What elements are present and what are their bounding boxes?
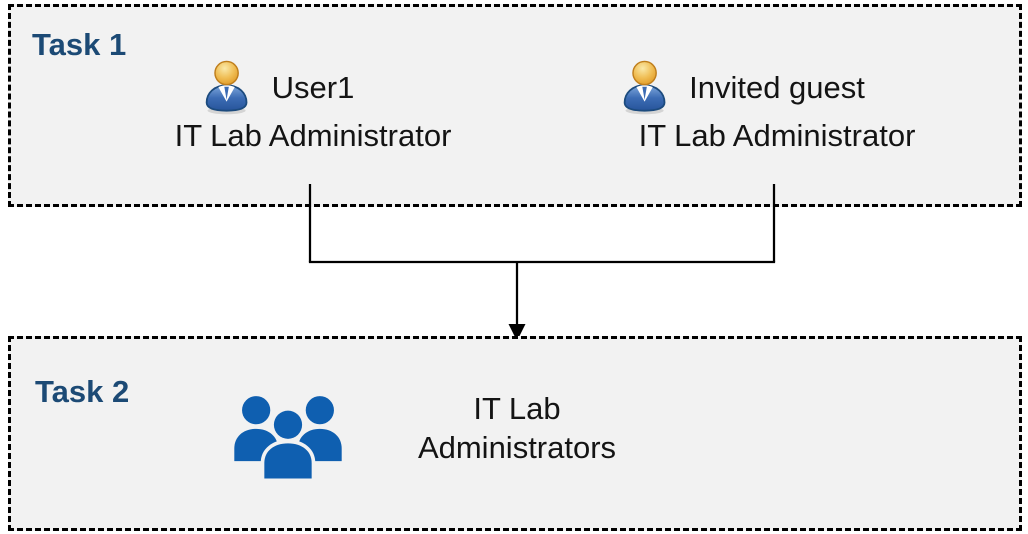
actor-invited-guest: Invited guest IT Lab Administrator [623,60,916,155]
actor-invited-guest-name-wrap: Invited guest [623,60,865,115]
task1-label: Task 1 [32,27,127,62]
actor-user1: User1 IT Lab Administrator [174,60,452,155]
single-user-icon [198,59,256,117]
single-user-icon [615,59,673,117]
actor-invited-guest-name-row: Invited guest [623,60,916,115]
actor-invited-guest-role: IT Lab Administrator [638,118,916,153]
task2-box: Task 2 [8,336,1022,531]
user-group-icon-front [264,410,312,479]
user-group-icon [225,392,351,483]
user-group-icon-shapes [234,396,342,462]
actor-user1-name: User1 [271,70,355,105]
actor-user1-role: IT Lab Administrator [174,118,452,153]
actor-user1-name-wrap: User1 [205,60,355,115]
actor-user1-name-row: User1 [175,60,452,115]
task1-box: Task 1 [8,4,1022,207]
actor-invited-guest-name: Invited guest [689,70,865,105]
group-name: IT Lab Administrators [417,391,617,465]
task2-label: Task 2 [35,374,130,409]
